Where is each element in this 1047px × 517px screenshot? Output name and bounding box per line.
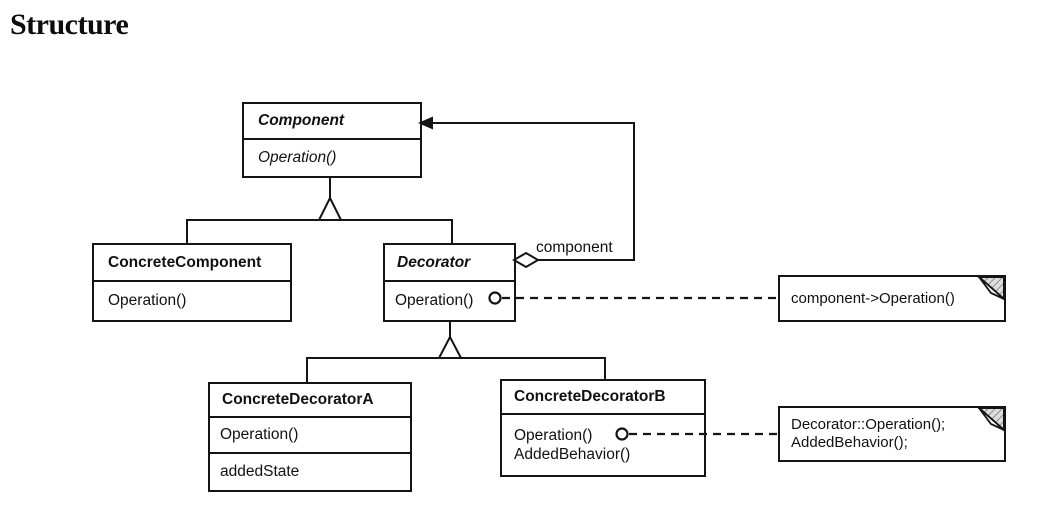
- note-decorator-b-operation: Decorator::Operation(); AddedBehavior();: [778, 406, 1006, 462]
- member-attribute: addedState: [210, 452, 410, 490]
- note-component-operation: component->Operation(): [778, 275, 1006, 322]
- note-text-line2: AddedBehavior();: [791, 434, 908, 451]
- class-box-decorator: Decorator Operation(): [383, 243, 516, 322]
- inheritance-connector-component: [186, 178, 453, 243]
- member-operation-2: AddedBehavior(): [514, 446, 631, 463]
- class-name: ConcreteDecoratorB: [514, 388, 666, 406]
- inheritance-triangle-icon: [317, 195, 343, 221]
- note-fold-icon: [976, 276, 1005, 302]
- class-box-concrete-component: ConcreteComponent Operation(): [92, 243, 292, 322]
- class-box-concrete-decorator-a: ConcreteDecoratorA Operation() addedStat…: [208, 382, 412, 492]
- member-list: Operation() AddedBehavior(): [502, 413, 704, 475]
- class-box-component: Component Operation(): [242, 102, 422, 178]
- class-name: Component: [258, 112, 345, 130]
- section-title: Structure: [10, 8, 129, 41]
- inheritance-connector-decorator: [306, 322, 606, 382]
- note-text-line1: Decorator::Operation();: [791, 416, 946, 433]
- aggregation-role-label: component: [536, 239, 613, 256]
- class-name: Decorator: [397, 253, 471, 271]
- note-text: component->Operation(): [791, 289, 955, 307]
- member-operation: Operation(): [385, 280, 514, 320]
- note-fold-icon: [976, 407, 1005, 433]
- aggregation-diamond-icon: [512, 251, 540, 269]
- inheritance-triangle-icon: [437, 334, 463, 359]
- class-name: ConcreteDecoratorA: [222, 391, 374, 409]
- class-name: ConcreteComponent: [108, 253, 262, 271]
- member-operation: Operation(): [514, 427, 593, 444]
- member-operation: Operation(): [94, 280, 290, 320]
- member-operation: Operation(): [244, 138, 420, 176]
- member-operation: Operation(): [210, 416, 410, 452]
- note-connector-decorator: [488, 291, 777, 305]
- class-box-concrete-decorator-b: ConcreteDecoratorB Operation() AddedBeha…: [500, 379, 706, 477]
